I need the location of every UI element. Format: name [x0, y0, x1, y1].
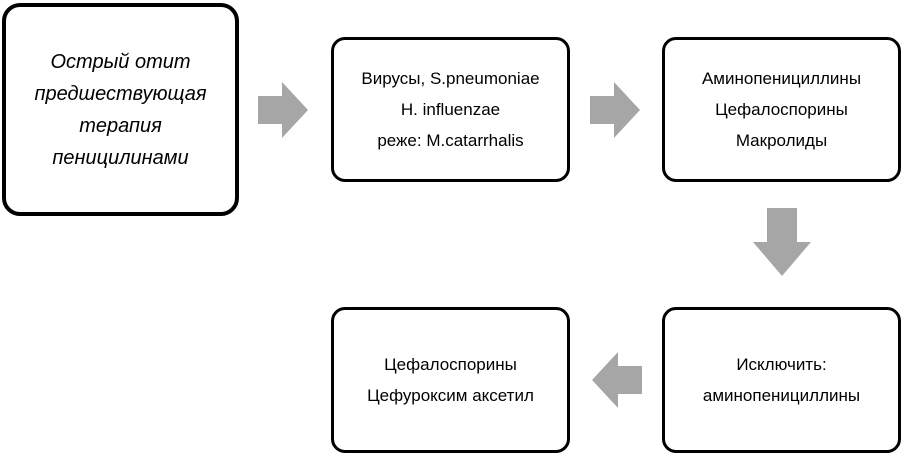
antibiotics-line-1: Аминопенициллины: [701, 69, 862, 88]
exclude-box: Исключить: аминопенициллины: [662, 307, 901, 453]
start-line-2: предшествующая: [34, 82, 207, 105]
start-line-3: терапия: [79, 114, 162, 137]
antibiotics-box: Аминопенициллины Цефалоспорины Макролиды: [662, 37, 901, 182]
arrow-right-2-shape: [590, 82, 640, 138]
pathogens-box: Вирусы, S.pneumoniae H. influenzae реже:…: [331, 37, 570, 182]
arrow-left: [592, 352, 642, 408]
arrow-right-1-shape: [258, 82, 308, 138]
start-condition-box: Острый отит предшествующая терапия пениц…: [2, 3, 239, 216]
arrow-right-2: [590, 82, 640, 138]
exclude-line-1: Исключить:: [736, 355, 827, 374]
pathogens-line-2: H. influenzae: [400, 100, 501, 119]
arrow-down: [753, 208, 811, 276]
arrow-right-1: [258, 82, 308, 138]
arrow-down-shape: [753, 208, 811, 276]
antibiotics-line-2: Цефалоспорины: [715, 100, 848, 119]
recommendation-box: Цефалоспорины Цефуроксим аксетил: [331, 307, 570, 453]
start-line-4: пеницилинами: [52, 146, 189, 169]
pathogens-line-3: реже: M.catarrhalis: [377, 131, 524, 150]
start-line-1: Острый отит: [50, 50, 191, 73]
pathogens-line-1: Вирусы, S.pneumoniae: [361, 69, 540, 88]
arrow-left-shape: [592, 352, 642, 408]
antibiotics-line-3: Макролиды: [735, 131, 828, 150]
recommend-line-2: Цефуроксим аксетил: [367, 386, 534, 405]
recommend-line-1: Цефалоспорины: [384, 355, 517, 374]
exclude-line-2: аминопенициллины: [702, 386, 861, 405]
